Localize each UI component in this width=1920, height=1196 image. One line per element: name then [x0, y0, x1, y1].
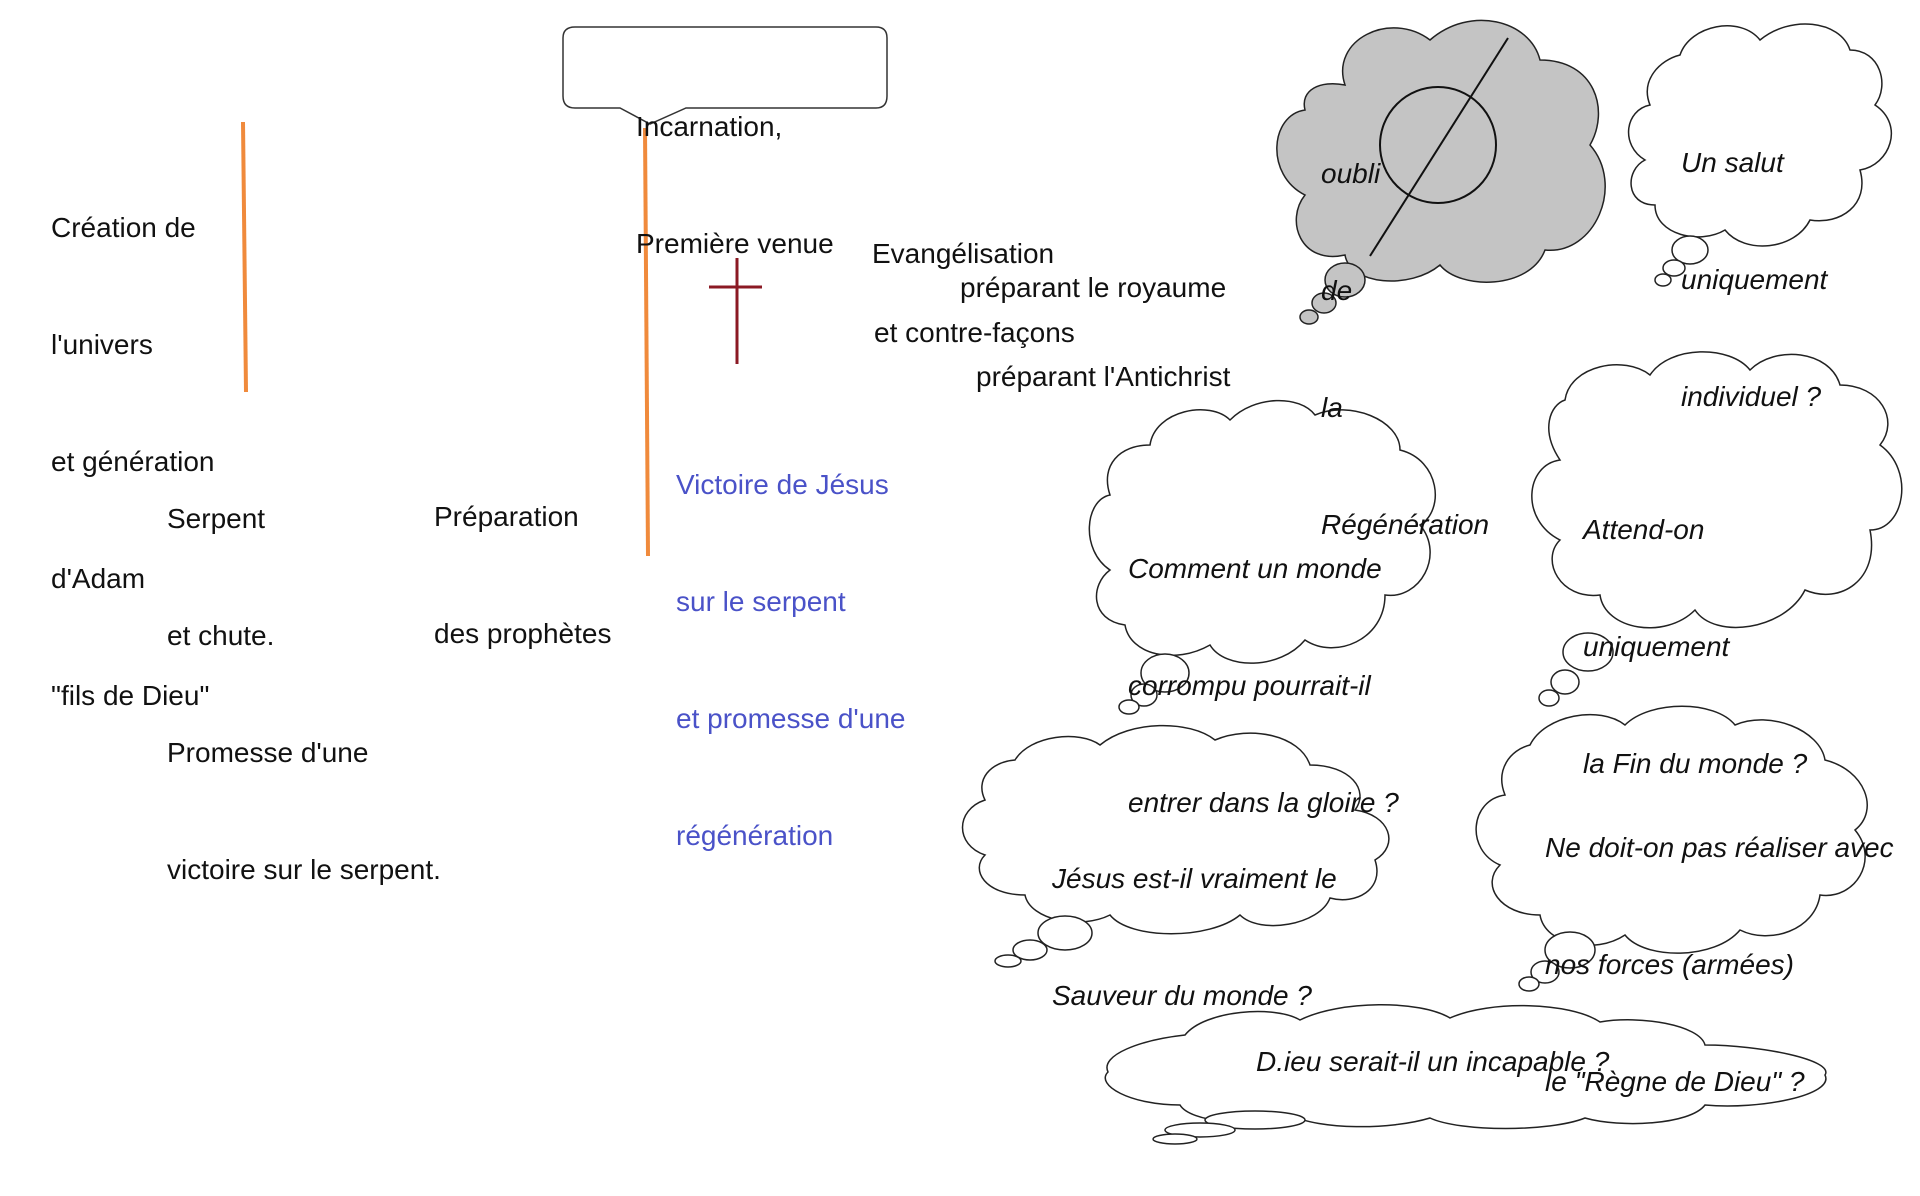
- incarnation-line: Incarnation,: [636, 111, 783, 142]
- cloud-monde-line: Comment un monde: [1128, 553, 1382, 584]
- victory-line: sur le serpent: [676, 586, 846, 617]
- cloud-regne-text: Ne doit-on pas réaliser avec nos forces …: [1545, 750, 1894, 1140]
- serpent-line: et chute.: [167, 620, 275, 651]
- cloud-salut-line: uniquement: [1681, 264, 1828, 295]
- creation-line: et génération: [51, 446, 215, 477]
- prophets-line: des prophètes: [434, 618, 612, 649]
- cloud-oubli-text: oubli de la Régénération: [1321, 76, 1489, 583]
- cloud-oubli-line: de: [1321, 275, 1353, 306]
- incarnation-label: Incarnation, Première venue: [636, 29, 834, 302]
- evangelisation-line-1: Evangélisation: [872, 238, 1055, 269]
- cloud-sauveur-text: Jésus est-il vraiment le Sauveur du mond…: [1052, 781, 1337, 1054]
- incarnation-callout-box: [562, 26, 888, 125]
- serpent-line: Serpent: [167, 503, 266, 534]
- cloud-fin-line: uniquement: [1583, 631, 1730, 662]
- serpent-label: Serpent et chute. Promesse d'une victoir…: [167, 421, 441, 928]
- cloud-fin-text: Attend-on uniquement la Fin du monde ?: [1583, 432, 1807, 822]
- cloud-regne: [1475, 705, 1868, 992]
- cloud-sauveur-line: Sauveur du monde ?: [1052, 980, 1312, 1011]
- evangelisation-line-2: préparant le royaume: [960, 272, 1227, 303]
- cloud-incapable: [1104, 1004, 1827, 1145]
- cloud-salut-line: Un salut: [1681, 147, 1784, 178]
- victory-line: Victoire de Jésus: [676, 469, 889, 500]
- serpent-line: Promesse d'une: [167, 737, 369, 768]
- cloud-oubli-line: Régénération: [1321, 509, 1490, 540]
- evangelisation-line-3: et contre-façons: [874, 317, 1075, 348]
- cloud-monde-line: entrer dans la gloire ?: [1128, 787, 1399, 818]
- cloud-oubli-line: oubli: [1321, 158, 1381, 189]
- cloud-sauveur: [961, 724, 1390, 968]
- serpent-line: victoire sur le serpent.: [167, 854, 441, 885]
- evangelisation-line-4: préparant l'Antichrist: [976, 361, 1231, 392]
- incarnation-line: Première venue: [636, 228, 834, 259]
- victory-line: et promesse d'une: [676, 703, 906, 734]
- cloud-regne-line: Ne doit-on pas réaliser avec: [1545, 832, 1894, 863]
- prophets-line: Préparation: [434, 501, 579, 532]
- prohibition-icon: [1369, 37, 1509, 257]
- victory-line: régénération: [676, 820, 834, 851]
- cloud-oubli: [1276, 19, 1606, 325]
- cloud-salut: [1628, 23, 1893, 287]
- creation-label: Création de l'univers et génération d'Ad…: [51, 130, 214, 754]
- cross-icon: [709, 258, 762, 364]
- cloud-incapable-text: D.ieu serait-il un incapable ?: [1256, 1046, 1610, 1077]
- cloud-fin: [1531, 351, 1903, 707]
- timeline-line-incarnation: [643, 127, 650, 557]
- creation-line: Création de: [51, 212, 196, 243]
- cloud-salut-text: Un salut uniquement individuel ?: [1681, 65, 1827, 455]
- cloud-regne-line: nos forces (armées): [1545, 949, 1794, 980]
- cloud-sauveur-line: Jésus est-il vraiment le: [1052, 863, 1337, 894]
- timeline-line-creation: [241, 121, 248, 393]
- creation-line: "fils de Dieu": [51, 680, 210, 711]
- cloud-oubli-line: la: [1321, 392, 1343, 423]
- victory-label: Victoire de Jésus sur le serpent et prom…: [676, 387, 905, 894]
- cloud-fin-line: la Fin du monde ?: [1583, 748, 1808, 779]
- cloud-regne-line: le "Règne de Dieu" ?: [1545, 1066, 1805, 1097]
- creation-line: d'Adam: [51, 563, 146, 594]
- cloud-monde-line: corrompu pourrait-il: [1128, 670, 1371, 701]
- cloud-monde-text: Comment un monde corrompu pourrait-il en…: [1128, 471, 1399, 861]
- creation-line: l'univers: [51, 329, 153, 360]
- cloud-fin-line: Attend-on: [1583, 514, 1705, 545]
- prophets-label: Préparation des prophètes: [434, 419, 611, 692]
- cloud-salut-line: individuel ?: [1681, 381, 1822, 412]
- cloud-monde: [1088, 399, 1436, 715]
